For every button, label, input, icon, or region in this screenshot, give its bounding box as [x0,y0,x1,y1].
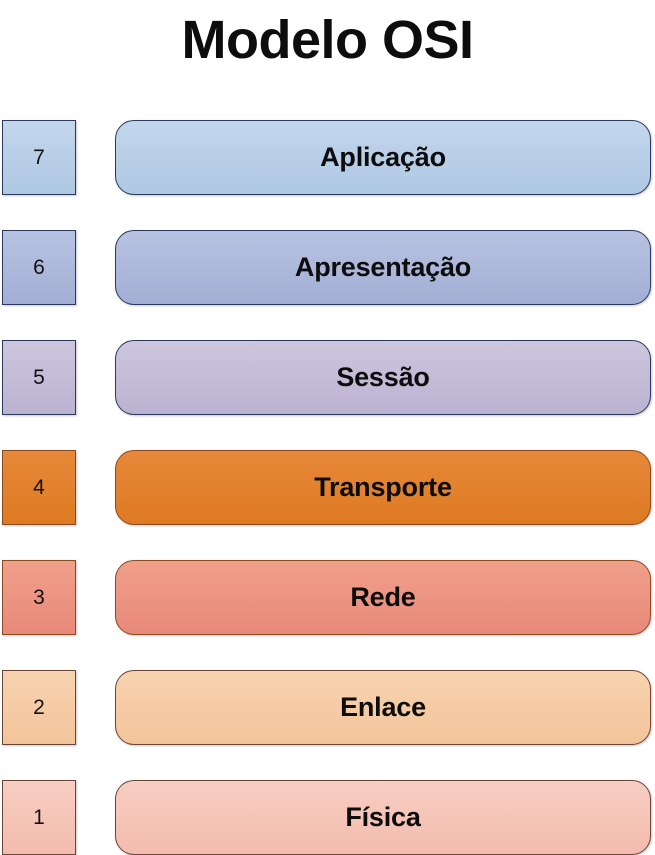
layer-number-label: 2 [33,696,45,719]
layer-number-box-5[interactable]: 5 [2,340,76,415]
layer-number-label: 3 [33,586,45,609]
layer-number-label: 6 [33,256,45,279]
layer-number-label: 7 [33,146,45,169]
osi-layer-row: 6 Apresentação [0,230,655,305]
layer-number-box-1[interactable]: 1 [2,780,76,855]
layer-bar-sessao[interactable]: Sessão [115,340,651,415]
layer-number-box-3[interactable]: 3 [2,560,76,635]
layer-bar-aplicacao[interactable]: Aplicação [115,120,651,195]
osi-layer-row: 2 Enlace [0,670,655,745]
layer-bar-transporte[interactable]: Transporte [115,450,651,525]
layer-name-label: Aplicação [320,142,446,172]
page-title: Modelo OSI [181,10,475,70]
osi-layer-row: 3 Rede [0,560,655,635]
layer-name-label: Apresentação [294,252,472,282]
layer-bar-apresentacao[interactable]: Apresentação [115,230,651,305]
layer-name-label: Enlace [340,692,426,722]
osi-layer-row: 1 Física [0,780,655,855]
osi-layer-row: 5 Sessão [0,340,655,415]
layer-number-box-6[interactable]: 6 [2,230,76,305]
layer-bar-fisica[interactable]: Física [115,780,651,855]
layer-name-label: Transporte [314,472,452,502]
layer-number-label: 5 [33,366,45,389]
layer-name-label: Sessão [336,362,430,392]
layer-name-label: Rede [350,582,416,612]
layer-number-box-7[interactable]: 7 [2,120,76,195]
layer-number-box-2[interactable]: 2 [2,670,76,745]
layer-number-box-4[interactable]: 4 [2,450,76,525]
layer-bar-enlace[interactable]: Enlace [115,670,651,745]
layer-number-label: 4 [33,476,45,499]
layer-bar-rede[interactable]: Rede [115,560,651,635]
osi-layer-row: 4 Transporte [0,450,655,525]
layer-name-label: Física [345,802,421,832]
layer-number-label: 1 [33,806,45,829]
osi-layer-stack: 7 Aplicação 6 Apresentação 5 Sessão 4 Transport… [0,120,655,855]
osi-layer-row: 7 Aplicação [0,120,655,195]
